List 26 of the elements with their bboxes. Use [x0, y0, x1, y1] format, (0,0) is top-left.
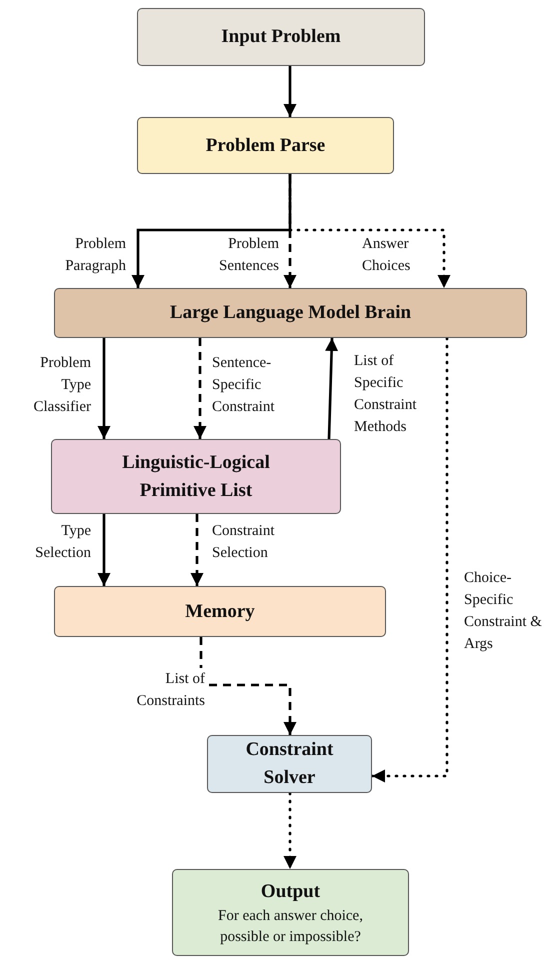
process-box	[51, 439, 341, 514]
arrow	[288, 172, 450, 290]
process-box	[54, 288, 527, 338]
arrow	[98, 338, 110, 439]
node-title: Problem Parse	[204, 134, 326, 158]
node-title: Memory	[184, 600, 256, 624]
node-title: Input Problem	[220, 25, 342, 49]
node-title: Constraint Solver	[244, 738, 334, 790]
process-box	[207, 735, 372, 793]
node-title: Output	[260, 880, 322, 904]
process-box	[172, 869, 409, 956]
arrow	[325, 338, 338, 440]
node-title: Large Language Model Brain	[168, 301, 412, 325]
arrow	[98, 514, 110, 586]
arrow	[284, 792, 296, 870]
arrow	[194, 338, 206, 439]
arrow	[284, 174, 296, 288]
process-box	[54, 586, 386, 637]
arrow	[190, 514, 204, 586]
process-box	[137, 8, 425, 66]
arrow	[284, 66, 296, 117]
node-description: For each answer choice, possible or impossible?	[217, 906, 364, 946]
node-title: Linguistic-Logical Primitive List	[121, 450, 271, 502]
process-box	[137, 117, 394, 174]
arrow	[370, 336, 448, 782]
arrow	[200, 637, 296, 735]
